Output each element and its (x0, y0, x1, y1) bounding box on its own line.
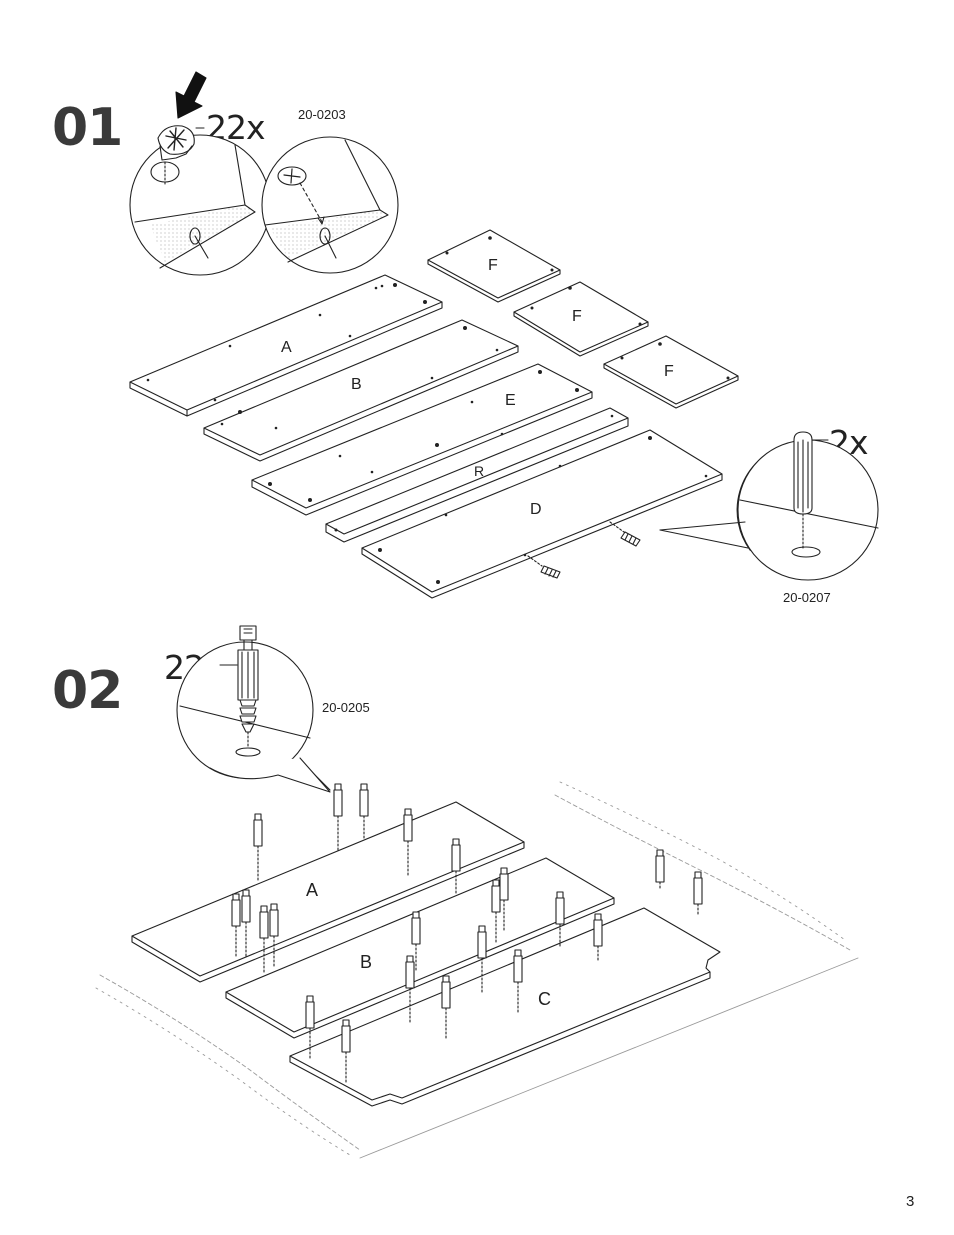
panel-b (203, 319, 519, 462)
panel-f-2 (513, 281, 649, 357)
cam-bolt-icon (219, 625, 261, 757)
step-01-number: 01 (52, 98, 123, 158)
page-number: 3 (906, 1193, 915, 1210)
panel-a-step-02 (131, 801, 525, 983)
panel-b-label: B (351, 376, 362, 393)
panel-r-label: R (474, 463, 484, 479)
step-02-panel-b-label: B (360, 952, 372, 972)
panel-f-2-label: F (572, 308, 582, 325)
cam-lock-detail-right (261, 136, 399, 274)
panel-d (361, 429, 723, 599)
panel-f-3 (603, 335, 739, 409)
cam-bolts-installed (231, 783, 703, 1083)
cam-lock-detail-left (129, 134, 271, 276)
step-02-panel-c-label: C (538, 989, 551, 1009)
panel-r (325, 407, 629, 543)
floor-rug (95, 781, 859, 1159)
step-01-dowel-code: 20-0207 (783, 590, 831, 605)
press-down-arrow-icon (175, 71, 207, 119)
panel-d-label: D (530, 501, 542, 518)
panel-c-step-02 (289, 907, 721, 1107)
step-02-number: 02 (52, 661, 123, 721)
panel-e-label: E (505, 392, 516, 409)
panel-e (251, 363, 593, 516)
cam-lock-icon (150, 125, 195, 186)
step-01-cam-lock-code: 20-0203 (298, 107, 346, 122)
step-02-cam-bolt-code: 20-0205 (322, 700, 370, 715)
panel-f-1-label: F (488, 257, 498, 274)
panel-a-label: A (281, 339, 292, 356)
step-02-panel-a-label: A (306, 880, 318, 900)
dowel-detail-callout (659, 431, 879, 581)
wooden-dowel-icon (527, 521, 641, 579)
panel-f-3-label: F (664, 363, 674, 380)
panel-b-step-02 (225, 857, 615, 1039)
panel-holes (146, 236, 730, 584)
panel-a (129, 274, 443, 417)
panel-f-1 (427, 229, 561, 303)
